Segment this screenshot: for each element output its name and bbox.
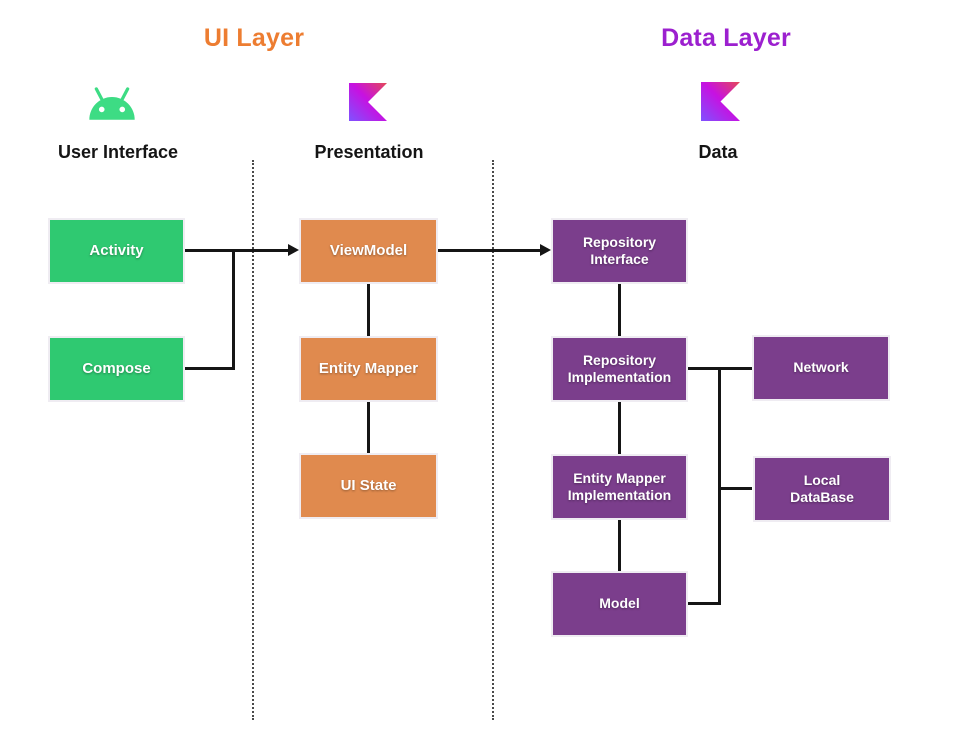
arrowhead-viewmodel [288,244,299,256]
edge-trunk-localdb [718,487,752,490]
edge-model-trunk [688,602,721,605]
edge-viewmodel-repository [438,249,541,252]
kotlin-icon [349,83,387,121]
edge-repointerface-repoimpl [618,284,621,336]
edge-compose-junction [232,249,235,370]
node-repository-implementation: Repository Implementation [551,336,688,402]
edge-data-trunk [718,367,721,605]
column-divider-left [252,160,254,720]
node-local-database: Local DataBase [753,456,891,522]
node-network: Network [752,335,890,401]
kotlin-icon [701,82,740,121]
node-model: Model [551,571,688,637]
edge-activity-viewmodel [185,249,289,252]
node-entity-mapper: Entity Mapper [299,336,438,402]
edge-repoimpl-entitymapperimpl [618,402,621,454]
section-label-presentation: Presentation [314,142,424,162]
ui-layer-title: UI Layer [203,24,305,52]
section-label-data: Data [698,142,738,162]
edge-entitymapper-uistate [367,402,370,453]
column-divider-right [492,160,494,720]
node-compose: Compose [48,336,185,402]
section-label-user-interface: User Interface [57,142,179,162]
android-robot-icon [85,85,139,122]
node-entity-mapper-implementation: Entity Mapper Implementation [551,454,688,520]
node-repository-interface: Repository Interface [551,218,688,284]
edge-compose-out [185,367,235,370]
node-viewmodel: ViewModel [299,218,438,284]
data-layer-title: Data Layer [661,24,791,52]
node-activity: Activity [48,218,185,284]
edge-viewmodel-entitymapper [367,284,370,336]
node-ui-state: UI State [299,453,438,519]
arrowhead-repository-interface [540,244,551,256]
edge-entitymapperimpl-model [618,520,621,571]
